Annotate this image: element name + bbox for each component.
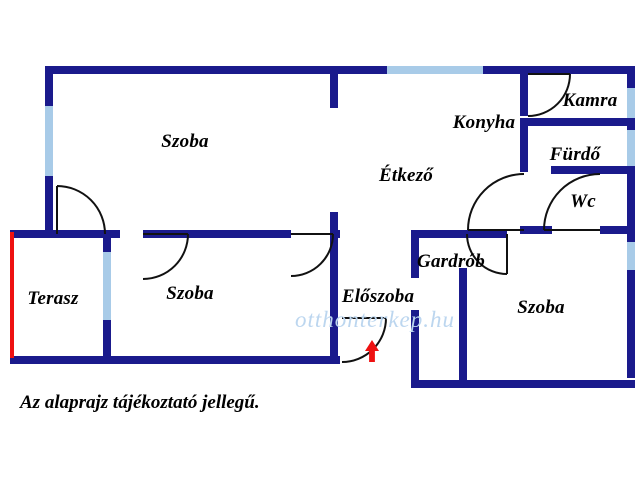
stub-mid-low bbox=[330, 212, 338, 238]
outer-right-bottom bbox=[627, 270, 635, 378]
terrace-right-lower bbox=[103, 320, 111, 364]
window-right-wc bbox=[627, 130, 635, 166]
wall-vert-etkezo-low bbox=[411, 310, 419, 388]
outer-left-lower bbox=[45, 176, 53, 234]
entrance-arrow bbox=[365, 340, 379, 362]
window-top-etkezo bbox=[387, 66, 483, 74]
wall-kamra-left bbox=[520, 72, 528, 116]
room-label-gardrob: Gardrób bbox=[417, 251, 485, 272]
terrace-right-upper bbox=[103, 230, 111, 252]
terrace-rail-left bbox=[10, 232, 14, 358]
wall-horiz-szoba-bot bbox=[459, 380, 635, 388]
entrance-arrow-group bbox=[365, 340, 379, 362]
outer-right-lower bbox=[627, 166, 635, 242]
door-szoba-mid bbox=[142, 233, 189, 280]
door-gardrob bbox=[466, 233, 508, 275]
door-wc bbox=[543, 173, 601, 231]
mid-horizontal-left bbox=[45, 230, 103, 238]
wall-bath-bottom-2 bbox=[600, 226, 635, 234]
terrace-bottom bbox=[10, 356, 340, 364]
terrace-rail-group bbox=[10, 232, 14, 358]
room-label-szoba-bottom-mid: Szoba bbox=[166, 283, 214, 304]
outer-top-left bbox=[45, 66, 387, 74]
outer-left-upper bbox=[45, 66, 53, 106]
wall-group bbox=[10, 66, 635, 388]
wall-kamra-bottom bbox=[520, 118, 635, 126]
door-kamra bbox=[527, 73, 571, 117]
room-label-terasz: Terasz bbox=[27, 288, 79, 309]
door-konyha-etkezo bbox=[467, 173, 525, 231]
window-terrace-door bbox=[103, 252, 111, 320]
window-right-szoba bbox=[627, 242, 635, 270]
wall-furdo-left bbox=[520, 118, 528, 172]
window-left-szoba bbox=[45, 106, 53, 176]
door-szoba-topleft bbox=[56, 185, 106, 235]
room-label-szoba-bottom-right: Szoba bbox=[517, 297, 565, 318]
room-label-kamra: Kamra bbox=[562, 90, 618, 111]
room-label-eloszoba: Előszoba bbox=[341, 286, 415, 307]
wall-szoba-top-right bbox=[459, 230, 507, 238]
outer-right-upper bbox=[627, 66, 635, 88]
plan-disclaimer-caption: Az alaprajz tájékoztató jellegű. bbox=[20, 392, 260, 413]
window-group bbox=[45, 66, 635, 320]
wall-vert-center bbox=[330, 230, 338, 364]
room-label-wc: Wc bbox=[570, 191, 596, 212]
stub-upper-mid bbox=[330, 66, 338, 108]
wall-vert-etkezo bbox=[411, 230, 419, 278]
room-label-szoba-top-left: Szoba bbox=[161, 131, 209, 152]
room-label-konyha: Konyha bbox=[452, 112, 516, 133]
outer-top-right bbox=[483, 66, 635, 74]
room-label-furdo: Fürdő bbox=[549, 144, 601, 165]
mid-horizontal-main bbox=[143, 230, 291, 238]
wall-horiz-hall-bot bbox=[411, 380, 487, 388]
window-right-kamra bbox=[627, 88, 635, 118]
door-arc-group bbox=[56, 73, 601, 363]
wall-bath-bottom bbox=[520, 226, 552, 234]
wall-vert-gardrob bbox=[459, 268, 467, 388]
wall-wc-top bbox=[551, 166, 635, 174]
watermark-text: otthonterkep.hu bbox=[295, 307, 455, 332]
door-eloszoba-left bbox=[290, 233, 334, 277]
room-label-etkezo: Étkező bbox=[379, 165, 433, 186]
